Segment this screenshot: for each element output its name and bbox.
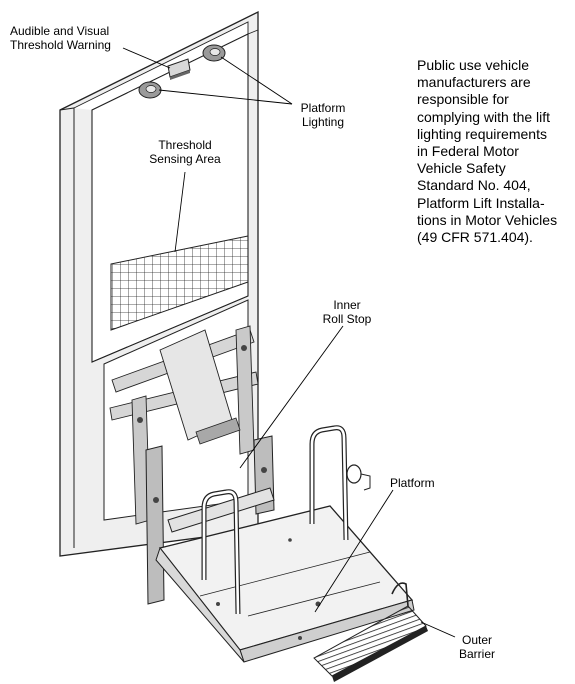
note-line: in Federal Motor — [417, 143, 519, 160]
platform-light-icon — [202, 44, 226, 62]
handrail — [309, 425, 371, 541]
note-line: (49 CFR 571.404). — [417, 229, 533, 246]
note-line: Platform Lift Installa- — [417, 194, 545, 211]
leader-lines — [122, 47, 456, 638]
note-line: complying with the lift — [417, 108, 551, 125]
threshold-sensing-area — [110, 235, 249, 331]
threshold-sensing-area-label: Threshold Sensing Area — [149, 138, 221, 166]
threshold-warning-device-icon — [167, 58, 191, 80]
outer-barrier — [313, 582, 428, 682]
lift-mechanism — [103, 299, 275, 605]
note-line: responsible for — [417, 91, 509, 108]
platform-label: Platform — [390, 476, 435, 490]
regulation-note: Public use vehicle manufacturers are res… — [417, 57, 575, 246]
note-line: Vehicle Safety — [417, 160, 506, 177]
note-line: tions in Motor Vehicles — [417, 211, 558, 228]
note-line: manufacturers are — [417, 74, 531, 91]
platform — [155, 505, 415, 663]
outer-barrier-label: Outer Barrier — [458, 633, 495, 661]
inner-roll-stop-label: Inner Roll Stop — [322, 298, 372, 326]
threshold-warning-label: Audible and Visual Threshold Warning — [10, 24, 111, 52]
platform-lighting-label: Platform Lighting — [300, 101, 346, 129]
note-line: Standard No. 404, — [417, 177, 531, 194]
note-line: Public use vehicle — [417, 57, 530, 73]
platform-light-icon — [138, 81, 162, 99]
note-line: lighting requirements — [417, 125, 547, 142]
handrail — [201, 489, 241, 615]
